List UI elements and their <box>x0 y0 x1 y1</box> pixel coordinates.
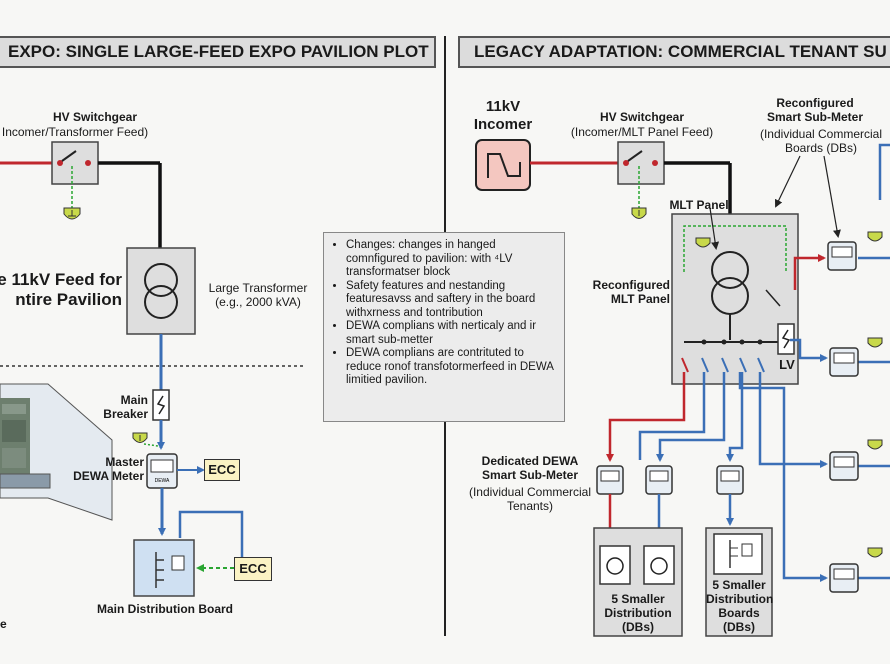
reconfigured-meter-title: Reconfigured Smart Sub-Meter <box>766 96 864 124</box>
note-item: DEWA complians are contrituted to reduce… <box>346 347 556 388</box>
right-hv-switchgear <box>617 141 665 208</box>
left-corner-text: e <box>0 617 7 631</box>
mlt-panel-label: MLT Panel <box>669 198 729 212</box>
ecc-box-2: ECC <box>234 557 272 581</box>
db-group-1 <box>593 527 683 637</box>
right-hv-switchgear-title: HV Switchgear <box>599 110 685 124</box>
left-main-breaker-symbol <box>152 389 170 421</box>
dedicated-meter-3 <box>716 465 744 495</box>
changes-notes-box: Changes: changes in hanged comnfigured t… <box>323 232 565 422</box>
left-transformer <box>126 247 196 335</box>
note-item: Changes: changes in hanged comnfigured t… <box>346 239 556 280</box>
left-panel-header: EXPO: SINGLE LARGE-FEED EXPO PAVILION PL… <box>0 36 436 68</box>
reconfigured-meter-4 <box>829 563 859 593</box>
pavilion-cabinet-illustration <box>0 383 113 521</box>
left-earth-symbol-2 <box>132 432 148 443</box>
right-earth-symbol-1 <box>631 207 647 219</box>
note-item: Safety features and nestanding featuresa… <box>346 280 556 321</box>
reconfigured-mlt-label: Reconfigured MLT Panel <box>592 278 670 306</box>
master-meter-label: Master DEWA Meter <box>73 455 144 483</box>
main-breaker-label: Main Breaker <box>103 393 148 421</box>
db-group-2-label: 5 Smaller Distribution Boards (DBs) <box>706 578 774 634</box>
mlt-panel <box>671 213 799 385</box>
dedicated-meter-title: Dedicated DEWA Smart Sub-Meter <box>481 454 579 482</box>
reconfigured-meter-3 <box>829 451 859 481</box>
left-master-meter: DEWA <box>146 453 178 489</box>
left-distribution-board <box>133 539 195 597</box>
distribution-board-label: Main Distribution Board <box>97 602 233 616</box>
ecc-box-1: ECC <box>204 459 240 481</box>
lv-label: LV <box>779 357 795 372</box>
incomer-box <box>475 139 531 191</box>
reconfigured-meter-2 <box>829 347 859 377</box>
left-hv-switchgear-title: HV Switchgear <box>52 110 138 124</box>
db-group-2 <box>705 527 773 637</box>
left-hv-switchgear <box>0 141 162 248</box>
dedicated-meter-subtitle: (Individual Commercial Tenants) <box>468 485 592 513</box>
reconfigured-meter-1 <box>827 241 857 271</box>
right-panel-header: LEGACY ADAPTATION: COMMERCIAL TENANT SU <box>458 36 890 68</box>
svg-text:DEWA: DEWA <box>155 478 170 484</box>
note-item: DEWA complians with nerticaly and ir sma… <box>346 320 556 347</box>
dedicated-meter-1 <box>596 465 624 495</box>
reconfigured-meter-subtitle: (Individual Commercial Boards (DBs) <box>759 127 883 155</box>
right-earth-symbols <box>867 231 883 558</box>
left-hv-switchgear-subtitle: Incomer/Transformer Feed) <box>1 125 149 139</box>
incomer-label: 11kV Incomer <box>473 98 533 133</box>
left-feed-label: le 11kV Feed for ntire Pavilion <box>0 270 122 309</box>
left-earth-symbol-1 <box>63 207 81 220</box>
right-hv-switchgear-subtitle: (Incomer/MLT Panel Feed) <box>570 125 714 139</box>
db-group-1-label: 5 Smaller Distribution (DBs) <box>604 592 672 634</box>
left-transformer-label: Large Transformer (e.g., 2000 kVA) <box>208 281 308 309</box>
dedicated-meter-2 <box>645 465 673 495</box>
